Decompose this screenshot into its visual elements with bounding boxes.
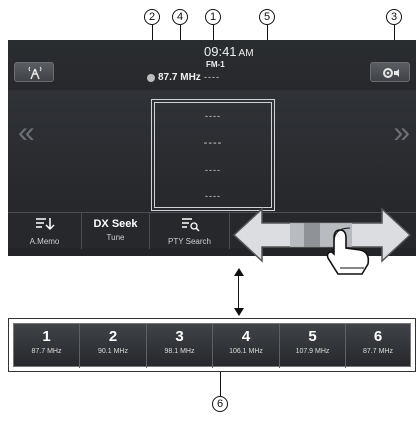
callout-3: 3: [386, 9, 402, 25]
preset-number: 5: [308, 328, 317, 345]
clock-time: 09:41: [204, 44, 237, 59]
dx-seek-label: DX Seek: [93, 218, 138, 230]
preset-button-5[interactable]: 5 107.9 MHz: [280, 324, 346, 368]
preset-number: 3: [175, 328, 184, 345]
preset-button-3[interactable]: 3 98.1 MHz: [147, 324, 213, 368]
pty-search-icon: [181, 218, 200, 232]
preset-number: 4: [241, 328, 251, 345]
callout-6: 6: [212, 396, 228, 412]
info-line-3: ----: [205, 165, 221, 175]
preset-button-4[interactable]: 4 106.1 MHz: [213, 324, 280, 368]
info-line-1: ----: [205, 111, 221, 121]
dx-seek-button[interactable]: DX Seek Tune: [82, 213, 150, 249]
preset-number: 1: [42, 328, 51, 345]
preset-frequency: 106.1 MHz: [229, 348, 263, 355]
clock-ampm: AM: [238, 48, 254, 59]
pty-search-label: PTY Search: [168, 237, 211, 246]
pty-search-button[interactable]: PTY Search: [150, 213, 230, 249]
preset-number: 2: [108, 328, 118, 345]
preset-button-1[interactable]: 1 87.7 MHz: [14, 324, 80, 368]
callout-1: 1: [205, 9, 221, 25]
settings-speaker-icon: [383, 68, 399, 78]
info-line-2: ----: [203, 137, 223, 149]
callout-4: 4: [172, 9, 188, 25]
antenna-button[interactable]: [14, 62, 54, 82]
preset-panel: 1 87.7 MHz 2 90.1 MHz 3 98.1 MHz 4 106.1…: [8, 318, 416, 372]
preset-bar: 1 87.7 MHz 2 90.1 MHz 3 98.1 MHz 4 106.1…: [13, 323, 411, 368]
callout-6-leader: [220, 372, 221, 396]
callout-2: 2: [144, 9, 160, 25]
antenna-icon: [28, 66, 42, 80]
callout-2-leader: [152, 25, 153, 41]
tune-label: Tune: [106, 233, 125, 242]
preset-frequency: 98.1 MHz: [164, 348, 195, 355]
info-line-4: ----: [205, 191, 221, 201]
preset-frequency: 107.9 MHz: [295, 348, 330, 355]
ps-name: ----: [204, 72, 220, 82]
connector-line: [238, 272, 239, 312]
setup-button[interactable]: [370, 62, 410, 82]
preset-button-6[interactable]: 6 87.7 MHz: [346, 324, 410, 368]
preset-number: 6: [373, 328, 383, 345]
double-arrow-icon: [232, 207, 412, 263]
stereo-indicator: [147, 74, 155, 82]
callout-1-leader: [213, 25, 214, 45]
memo-icon: [35, 218, 55, 231]
band-label: FM-1: [206, 60, 225, 69]
preset-frequency: 90.1 MHz: [98, 348, 128, 355]
callout-5: 5: [259, 9, 275, 25]
swipe-hand-icon: [326, 227, 370, 275]
frequency-display: 87.7 MHz: [158, 72, 201, 83]
info-box: ---- ---- ---- ----: [151, 99, 275, 211]
status-area: [8, 40, 416, 90]
preset-button-2[interactable]: 2 90.1 MHz: [80, 324, 147, 368]
preset-frequency: 87.7 MHz: [31, 348, 62, 355]
left-chevron-icon[interactable]: «: [18, 116, 35, 149]
amemo-label: A.Memo: [29, 237, 60, 246]
connector-arrow-icon: [234, 268, 244, 316]
page-indicator: [208, 250, 226, 256]
amemo-button[interactable]: A.Memo: [8, 213, 82, 249]
preset-frequency: 87.7 MHz: [363, 348, 393, 355]
right-chevron-icon[interactable]: »: [393, 116, 410, 149]
